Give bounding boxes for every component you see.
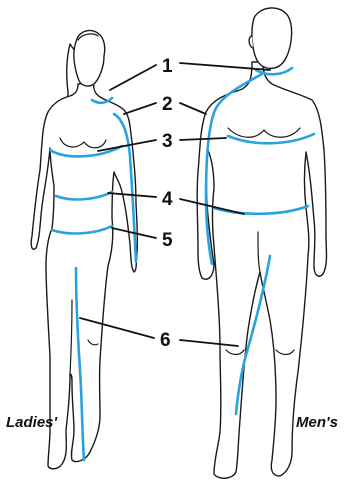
leader-1-female [110, 65, 156, 90]
female-body-outline [31, 82, 137, 469]
callout-number-4: 4 [162, 189, 173, 210]
leader-2-female [124, 103, 156, 114]
callout-numbers: 1 2 3 4 5 6 [160, 56, 173, 351]
ladies-caption: Ladies' [6, 414, 57, 431]
mens-caption: Men's [296, 414, 338, 431]
callout-number-1: 1 [162, 56, 173, 77]
callout-number-3: 3 [162, 131, 173, 152]
callout-number-5: 5 [162, 230, 173, 251]
callout-number-2: 2 [162, 94, 173, 115]
leader-2-male [180, 103, 206, 114]
callout-number-6: 6 [160, 330, 171, 351]
male-figure [197, 8, 326, 478]
male-head [252, 8, 292, 68]
female-figure [31, 30, 137, 468]
